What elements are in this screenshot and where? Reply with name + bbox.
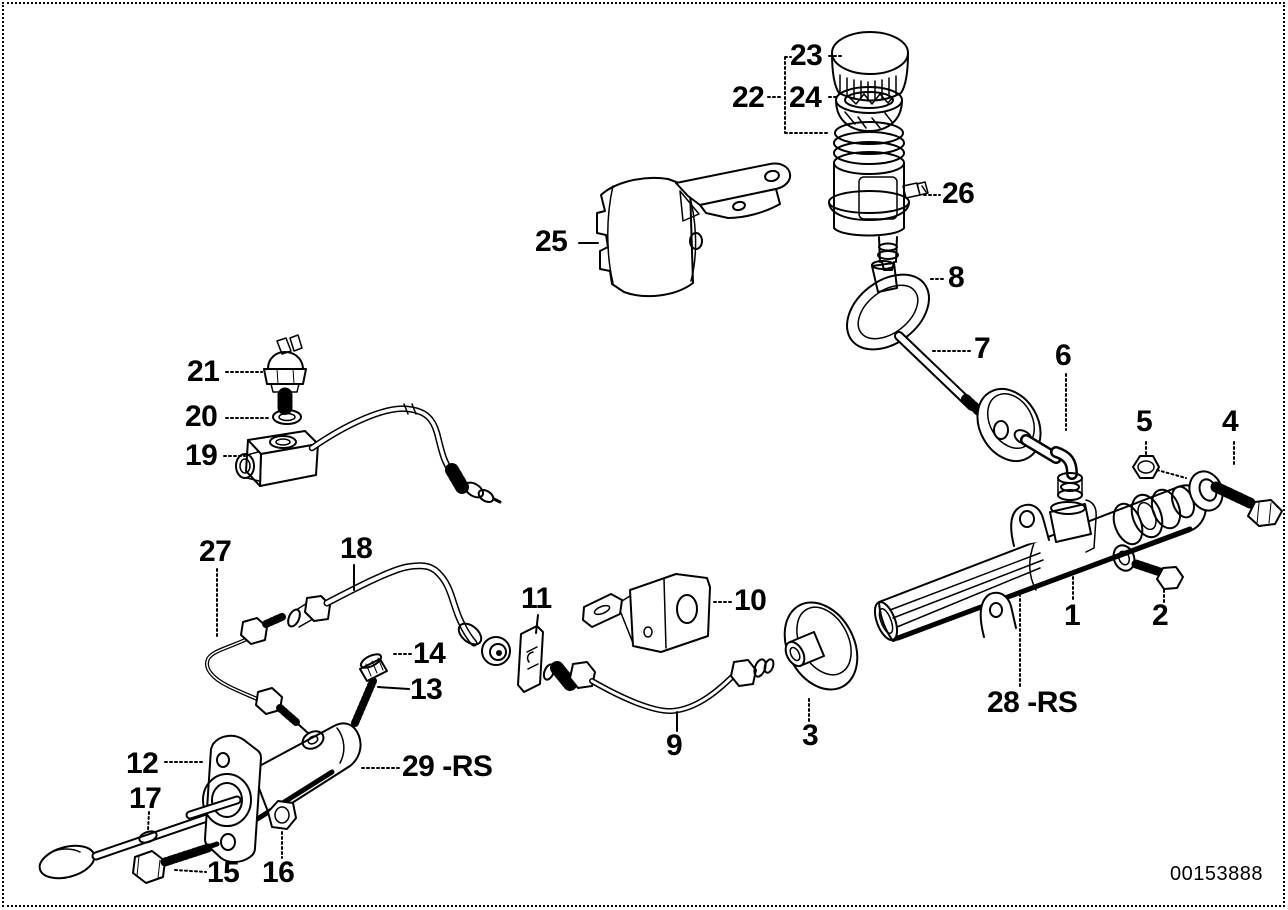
grommet-part-8 bbox=[846, 260, 930, 351]
callout-10: 10 bbox=[734, 584, 767, 617]
callout-13: 13 bbox=[410, 673, 443, 706]
callout-25: 25 bbox=[535, 225, 568, 258]
rigid-pipe-part-27 bbox=[205, 612, 309, 734]
pipe-part-9 bbox=[542, 658, 775, 715]
heat-shield-part-25 bbox=[596, 162, 792, 298]
callout-3: 3 bbox=[802, 719, 819, 752]
callout-18: 18 bbox=[340, 532, 373, 565]
callout-5: 5 bbox=[1136, 405, 1153, 438]
pushrod-part-7 bbox=[894, 331, 985, 417]
callout-28-rs: 28 -RS bbox=[987, 686, 1078, 719]
pedal-disc bbox=[976, 388, 1042, 462]
nut-part-16 bbox=[267, 800, 297, 830]
callout-19: 19 bbox=[185, 439, 218, 472]
callout-16: 16 bbox=[262, 856, 295, 889]
junction-block-part-19 bbox=[235, 430, 319, 487]
bleeder-screw-parts-13-14 bbox=[348, 653, 388, 735]
callout-17: 17 bbox=[129, 782, 162, 815]
slave-cylinder-part-12 bbox=[185, 722, 362, 863]
callout-22: 22 bbox=[732, 81, 765, 114]
callout-6: 6 bbox=[1055, 339, 1072, 372]
callout-9: 9 bbox=[666, 729, 683, 762]
master-cylinder-part-1 bbox=[873, 484, 1207, 642]
pressure-switch-part-21 bbox=[263, 334, 307, 416]
callout-7: 7 bbox=[974, 332, 991, 365]
hose-of-part-19 bbox=[308, 403, 502, 504]
callout-24: 24 bbox=[789, 81, 822, 114]
callout-11: 11 bbox=[521, 582, 552, 615]
callout-23: 23 bbox=[790, 39, 823, 72]
bolt-part-2 bbox=[1112, 544, 1184, 590]
grommet-part-3 bbox=[783, 601, 859, 691]
bracket-part-10 bbox=[582, 573, 711, 653]
callout-14: 14 bbox=[413, 637, 446, 670]
reservoir-body bbox=[828, 121, 910, 271]
callout-1: 1 bbox=[1064, 599, 1081, 632]
bolt-part-15 bbox=[132, 841, 220, 884]
callout-15: 15 bbox=[207, 856, 240, 889]
callout-4: 4 bbox=[1222, 405, 1239, 438]
clip-part-11 bbox=[517, 625, 544, 693]
leader-lines bbox=[147, 55, 1235, 873]
callout-12: 12 bbox=[126, 747, 159, 780]
elbow-fitting-part-6 bbox=[1013, 429, 1083, 501]
clamp-screw-part-26 bbox=[902, 181, 929, 199]
callout-21: 21 bbox=[187, 355, 220, 388]
bolt-part-4 bbox=[1210, 481, 1283, 527]
callout-8: 8 bbox=[948, 261, 965, 294]
callout-26: 26 bbox=[942, 177, 975, 210]
document-number: 00153888 bbox=[1170, 863, 1263, 885]
callout-29-rs: 29 -RS bbox=[402, 750, 493, 783]
callout-2: 2 bbox=[1152, 599, 1169, 632]
seal-ring-part-20 bbox=[272, 409, 302, 425]
callout-20: 20 bbox=[185, 400, 218, 433]
master-cylinder-seals bbox=[1112, 470, 1224, 546]
pressure-hose-part-18 bbox=[287, 562, 511, 666]
nut-part-5 bbox=[1132, 455, 1160, 479]
callout-27: 27 bbox=[199, 535, 232, 568]
reservoir-cap-part-23 bbox=[831, 31, 909, 102]
